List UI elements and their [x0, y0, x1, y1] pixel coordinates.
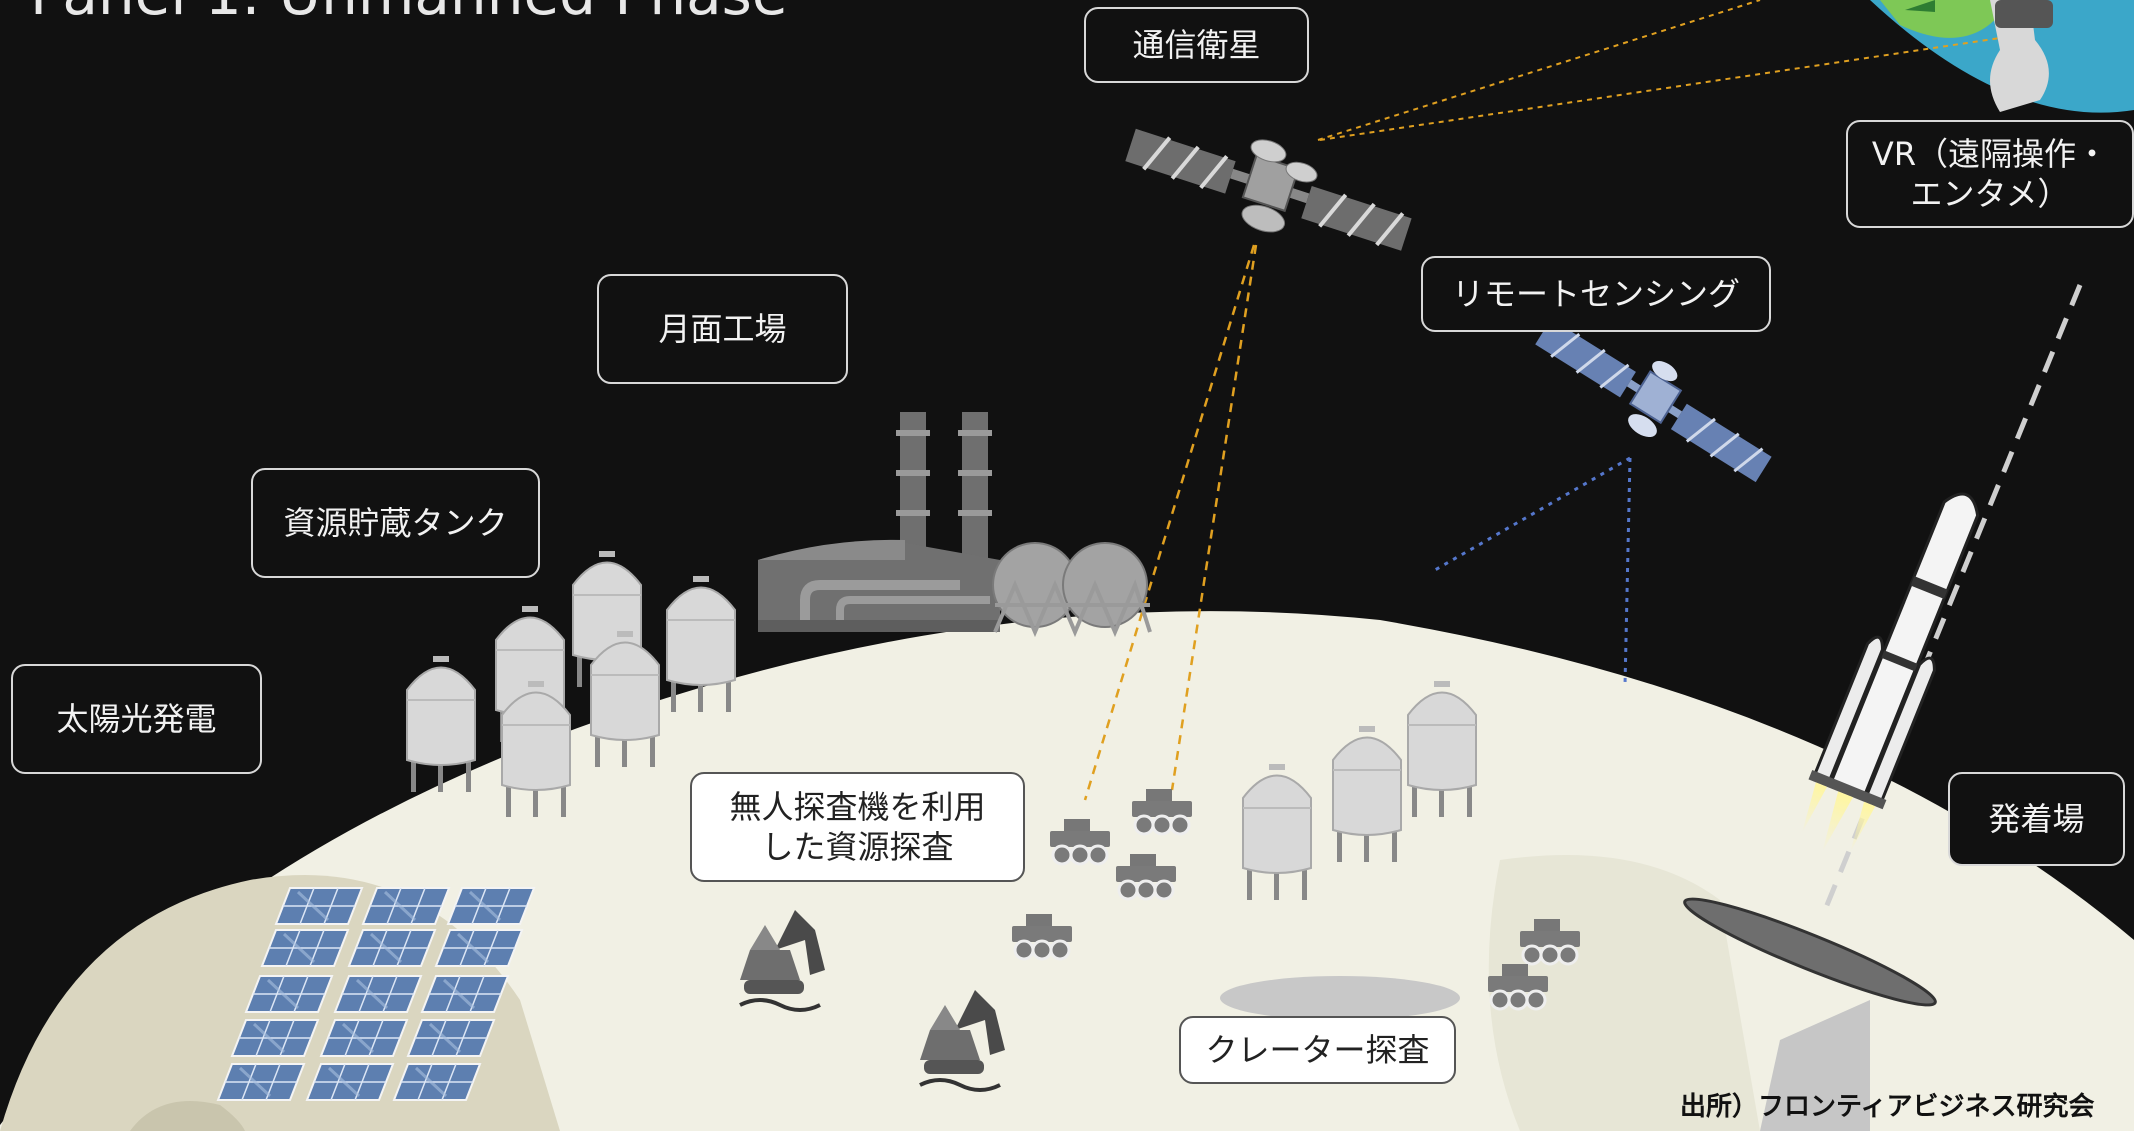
label-vr: VR（遠隔操作・ エンタメ） — [1846, 120, 2134, 228]
label-unmanned-exploration: 無人探査機を利用 した資源探査 — [690, 772, 1025, 882]
label-storage-tanks: 資源貯蔵タンク — [251, 468, 540, 578]
factory-icon — [758, 412, 1152, 638]
source-credit: 出所）フロンティアビジネス研究会 — [1680, 1092, 2095, 1122]
label-solar-power: 太陽光発電 — [11, 664, 262, 774]
panel-title: Panel 1. Unmanned Phase — [30, 0, 788, 28]
communication-satellite-icon — [1125, 128, 1412, 251]
vr-headset-person-icon — [1870, 0, 2134, 113]
launch-pad-icon — [1683, 897, 1937, 1131]
label-launch-site: 発着場 — [1948, 772, 2125, 866]
label-crater-exploration: クレーター探査 — [1179, 1016, 1456, 1084]
rocket-icon — [1801, 492, 1980, 853]
label-remote-sensing: リモートセンシング — [1421, 256, 1771, 332]
label-lunar-factory: 月面工場 — [597, 274, 848, 384]
label-communication-satellite: 通信衛星 — [1084, 7, 1309, 83]
remote-sensing-satellite-icon — [1535, 318, 1772, 483]
